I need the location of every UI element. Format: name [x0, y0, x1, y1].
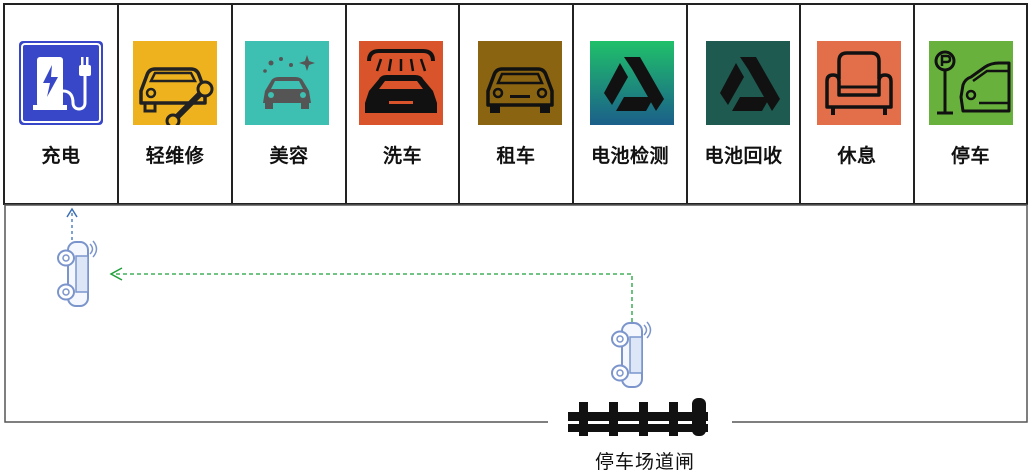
service-label: 美容: [269, 145, 309, 167]
service-item-beauty[interactable]: 美容: [231, 3, 345, 205]
car-rental-icon: [478, 41, 562, 125]
service-item-rest[interactable]: 休息: [799, 3, 913, 205]
service-item-light-repair[interactable]: 轻维修: [117, 3, 231, 205]
car-icon-parked: [57, 240, 98, 307]
parking-icon: [929, 41, 1013, 125]
service-label: 停车: [950, 145, 990, 167]
service-item-parking[interactable]: 停车: [913, 3, 1028, 205]
service-label: 充电: [41, 145, 81, 167]
armchair-icon: [817, 41, 901, 125]
gate-label: 停车场道闸: [594, 451, 695, 473]
service-item-battery-recycle[interactable]: 电池回收: [686, 3, 799, 205]
service-item-car-wash[interactable]: 洗车: [345, 3, 458, 205]
service-label: 电池回收: [704, 145, 783, 167]
service-label: 电池检测: [590, 145, 669, 167]
service-label: 洗车: [382, 145, 422, 167]
service-item-battery-check[interactable]: 电池检测: [572, 3, 686, 205]
service-menu: 充电 轻维修 美容: [3, 3, 1028, 205]
arrow-up-icon: [66, 207, 78, 218]
route-arrow-path: [113, 273, 633, 322]
ev-charging-icon: [19, 41, 103, 125]
service-label: 轻维修: [145, 145, 205, 167]
service-item-rental[interactable]: 租车: [458, 3, 572, 205]
service-label: 休息: [837, 145, 877, 167]
battery-check-icon: [590, 41, 674, 125]
service-item-charging[interactable]: 充电: [3, 3, 117, 205]
arrow-left-icon: [109, 267, 123, 281]
parking-gate-icon: [568, 398, 708, 436]
car-icon-entering: [611, 321, 652, 388]
car-wash-icon: [359, 41, 443, 125]
service-label: 租车: [496, 145, 536, 167]
car-repair-icon: [133, 41, 217, 125]
battery-recycle-icon: [706, 41, 790, 125]
parking-lot-boundary: [4, 204, 1028, 423]
car-beauty-icon: [245, 41, 329, 125]
